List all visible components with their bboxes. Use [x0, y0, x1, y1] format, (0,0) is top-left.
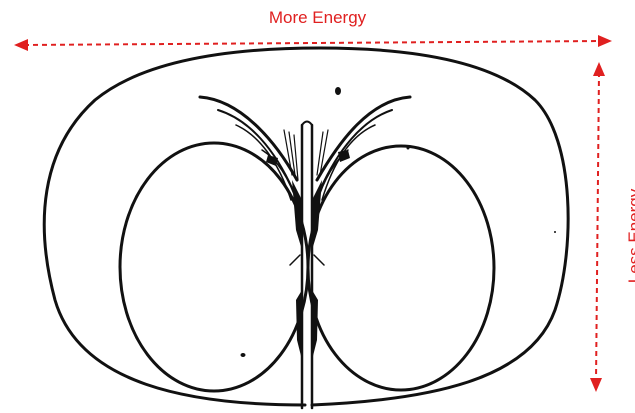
less-energy-label: Less Energy [625, 189, 635, 284]
vertical-energy-arrow [590, 62, 605, 392]
right-inner-loop [308, 146, 494, 390]
ink-speckles [241, 87, 557, 357]
left-inner-loop [120, 143, 308, 391]
more-energy-label: More Energy [0, 8, 635, 28]
